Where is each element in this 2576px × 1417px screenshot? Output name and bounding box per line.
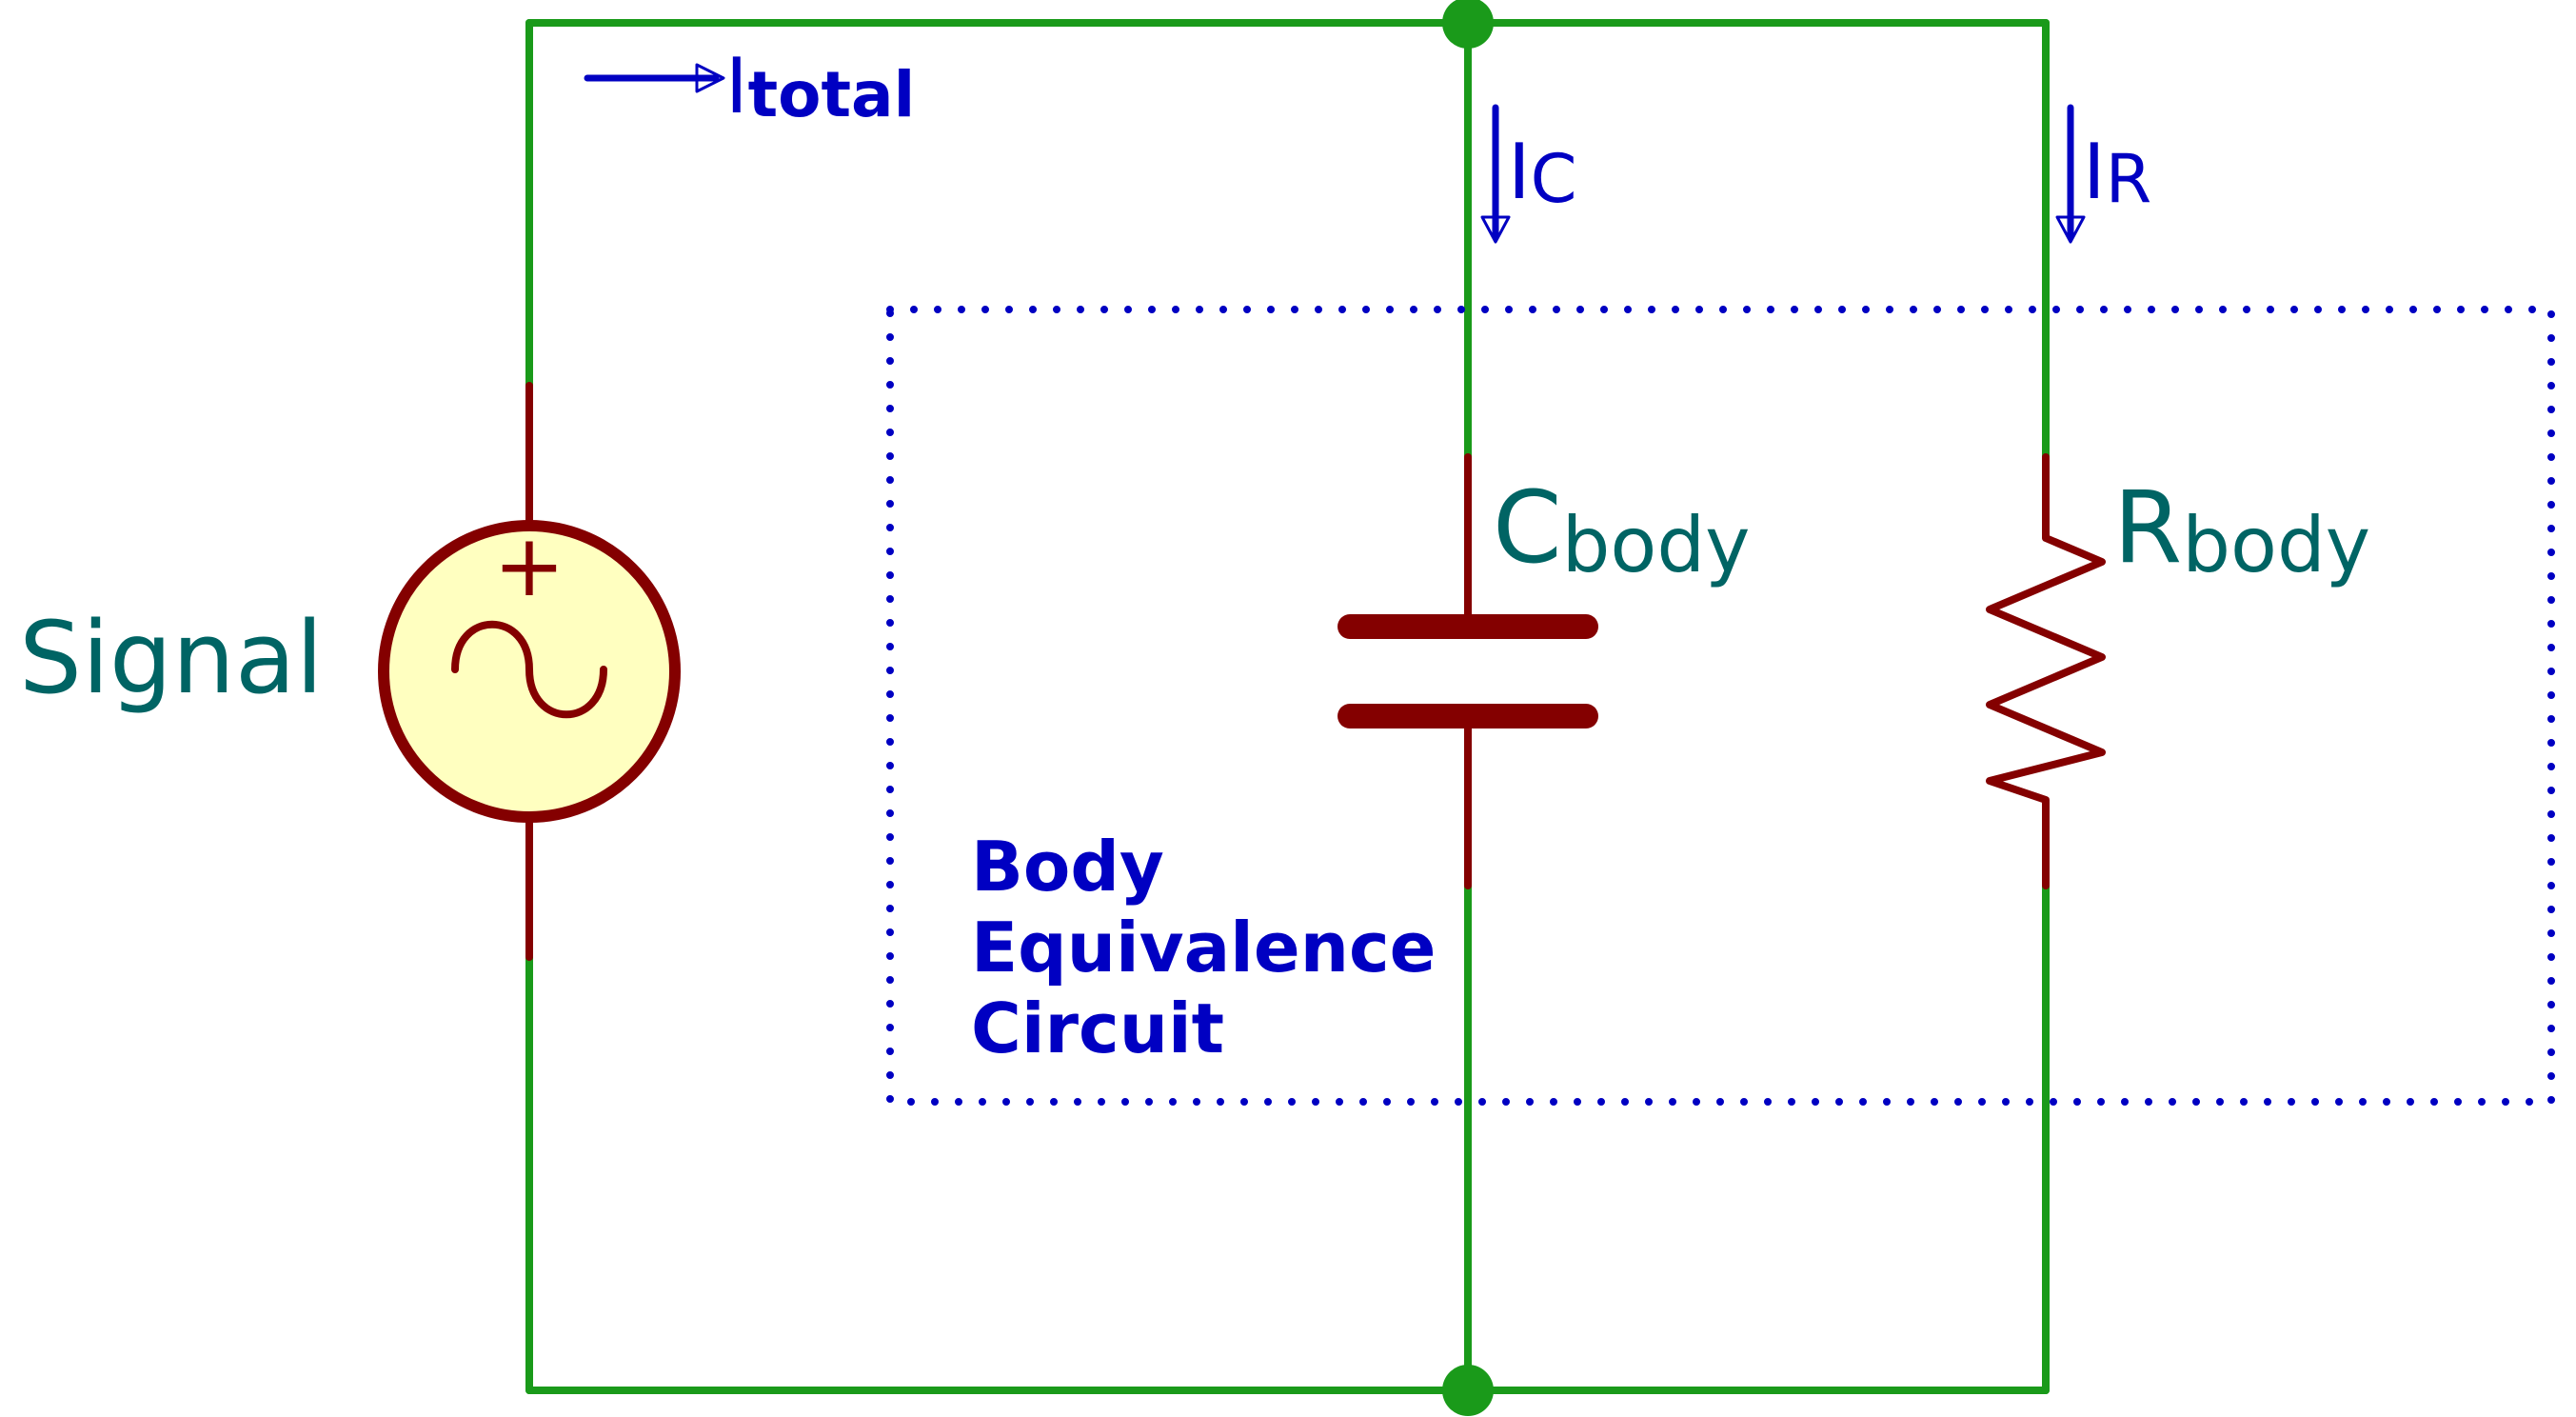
resistor-symbol bbox=[1986, 453, 2106, 889]
capacitor-label-main: C bbox=[1493, 469, 1562, 586]
source-label: Signal bbox=[19, 600, 323, 716]
total-current-arrowhead bbox=[695, 63, 725, 93]
capacitor-label: Cbody bbox=[1493, 469, 1750, 589]
capacitor-symbol bbox=[1338, 453, 1598, 889]
total-current-label: Itotal bbox=[725, 42, 915, 131]
capacitor-current-arrowhead bbox=[1480, 215, 1511, 244]
resistor-label-sub: body bbox=[2182, 501, 2370, 589]
resistor-zigzag bbox=[1986, 453, 2106, 889]
top-junction-dot bbox=[1442, 0, 1494, 49]
capacitor-current-label: IC bbox=[1508, 128, 1576, 218]
signal-source: + bbox=[378, 382, 681, 961]
resistor-label: Rbody bbox=[2113, 469, 2370, 589]
equivalence-caption-line-3: Circuit bbox=[971, 988, 1224, 1068]
bottom-junction-dot bbox=[1442, 1365, 1494, 1416]
capacitor-current-label-sub: C bbox=[1531, 140, 1577, 218]
resistor-label-main: R bbox=[2113, 469, 2182, 586]
resistor-current-label: IR bbox=[2083, 128, 2151, 218]
equivalence-box-border bbox=[886, 306, 2555, 1106]
equivalence-box-caption: Body Equivalence Circuit bbox=[971, 827, 1460, 1068]
total-current-label-sub: total bbox=[748, 58, 916, 131]
resistor-current-arrowhead bbox=[2055, 215, 2086, 244]
resistor-current-label-sub: R bbox=[2106, 140, 2152, 218]
equivalence-caption-line-2: Equivalence bbox=[971, 908, 1436, 988]
equivalence-caption-line-1: Body bbox=[971, 827, 1164, 907]
source-polarity: + bbox=[493, 516, 565, 616]
resistor-current-label-main: I bbox=[2083, 128, 2106, 216]
current-arrows bbox=[584, 63, 2086, 244]
ac-sine-icon bbox=[451, 620, 607, 719]
wires bbox=[525, 19, 2050, 1394]
capacitor-label-sub: body bbox=[1562, 501, 1751, 589]
capacitor-current-label-main: I bbox=[1508, 128, 1531, 216]
total-current-label-main: I bbox=[725, 42, 748, 130]
